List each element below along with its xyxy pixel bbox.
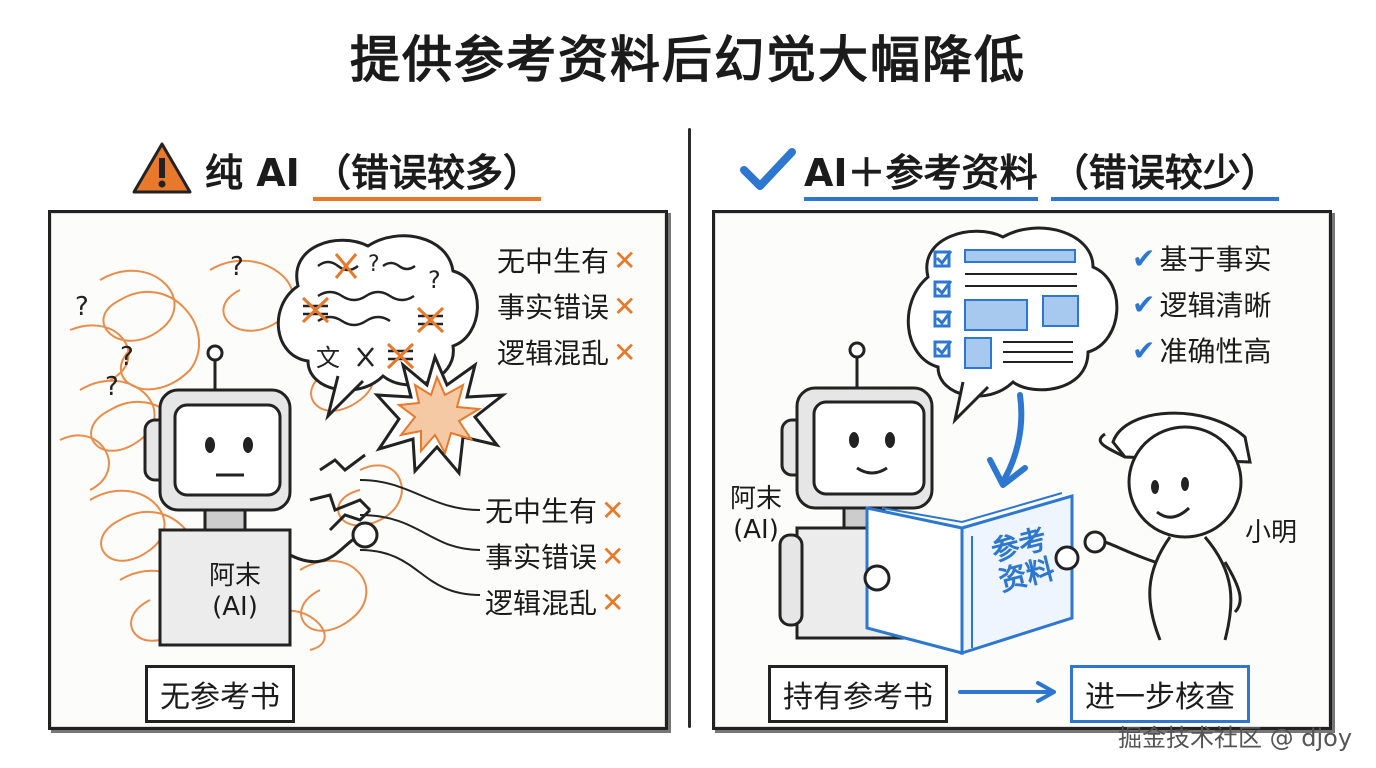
question-mark-icon: ? [120, 342, 134, 372]
has-reference-label: 持有参考书 [768, 665, 948, 723]
checkmark-icon: ✔ [1132, 287, 1156, 321]
robot-right-label: 阿末 (AI) [726, 478, 786, 545]
list-item: 逻辑混乱✕ [485, 582, 624, 622]
list-item-label: 无中生有 [497, 245, 610, 278]
robot-left-label-line2: (AI) [212, 592, 258, 622]
page-title: 提供参考资料后幻觉大幅降低 [350, 31, 1026, 89]
leader-lines [359, 479, 481, 596]
left-error-list-bottom: 无中生有✕ 事实错误✕ 逻辑混乱✕ [485, 490, 624, 622]
explosion-icon [373, 352, 508, 477]
right-heading: AI＋参考资料 （错误较少） [804, 142, 1279, 201]
list-item: 事实错误✕ [485, 536, 624, 576]
cross-icon: ✕ [601, 493, 625, 527]
list-item-label: 事实错误 [497, 291, 610, 324]
cross-icon: ✕ [601, 539, 625, 573]
list-item-label: 逻辑混乱 [485, 587, 598, 620]
list-item-label: 逻辑混乱 [497, 337, 610, 370]
question-mark-icon: ? [230, 252, 244, 282]
list-item: 事实错误✕ [497, 286, 636, 326]
robot-right-label-line2: (AI) [733, 515, 779, 545]
cross-icon: ✕ [613, 289, 637, 323]
list-item: 逻辑混乱✕ [497, 332, 636, 372]
right-heading-note: （错误较少） [1050, 151, 1279, 201]
arrow-down-icon [987, 392, 1028, 488]
robot-left-label-line1: 阿末 [208, 561, 261, 591]
right-heading-prefix: AI＋参考资料 [804, 151, 1038, 201]
list-item-label: 无中生有 [485, 495, 598, 528]
no-reference-label: 无参考书 [145, 665, 295, 723]
question-mark-icon: ? [75, 292, 89, 322]
person-xiaoming [1083, 411, 1252, 641]
svg-text:?: ? [428, 266, 441, 294]
list-item: 无中生有✕ [497, 240, 636, 280]
arrow-right-icon [958, 681, 1056, 703]
robot-left-label: 阿末 (AI) [205, 555, 265, 622]
list-item-label: 逻辑清晰 [1159, 289, 1272, 322]
person-label: 小明 [1245, 518, 1298, 548]
list-item: ✔准确性高 [1132, 330, 1271, 370]
organized-thought-bubble [906, 226, 1119, 425]
cross-icon: ✕ [601, 585, 625, 619]
list-item-label: 基于事实 [1159, 243, 1272, 276]
confused-thought-bubble: ? ? 文 [276, 234, 479, 421]
left-heading: 纯 AI （错误较多） [205, 142, 542, 201]
checkmark-icon [740, 148, 796, 190]
left-heading-prefix: 纯 AI [205, 151, 300, 195]
list-item-label: 事实错误 [485, 541, 598, 574]
warning-triangle-icon [132, 142, 192, 194]
checkmark-icon: ✔ [1132, 241, 1156, 275]
center-divider [688, 128, 691, 728]
list-item: 无中生有✕ [485, 490, 624, 530]
question-mark-icon: ? [105, 372, 119, 402]
robot-right-label-line1: 阿末 [729, 484, 782, 514]
left-heading-note: （错误较多） [313, 151, 542, 201]
cross-icon: ✕ [613, 243, 637, 277]
reference-book-icon [863, 492, 1080, 656]
cross-icon: ✕ [613, 335, 637, 369]
list-item-label: 准确性高 [1159, 335, 1272, 368]
robot-left [143, 344, 379, 647]
left-error-list-top: 无中生有✕ 事实错误✕ 逻辑混乱✕ [497, 240, 636, 372]
checkmark-icon: ✔ [1132, 333, 1156, 367]
svg-text:?: ? [368, 252, 380, 277]
thought-text: 文 [316, 344, 340, 372]
right-check-list: ✔基于事实 ✔逻辑清晰 ✔准确性高 [1132, 238, 1271, 370]
chaos-scribble: ? ? ? ? [59, 252, 403, 651]
verify-label: 进一步核查 [1070, 665, 1250, 723]
list-item: ✔逻辑清晰 [1132, 284, 1271, 324]
list-item: ✔基于事实 [1132, 238, 1271, 278]
watermark: 掘金技术社区 @ djoy [1118, 724, 1353, 752]
